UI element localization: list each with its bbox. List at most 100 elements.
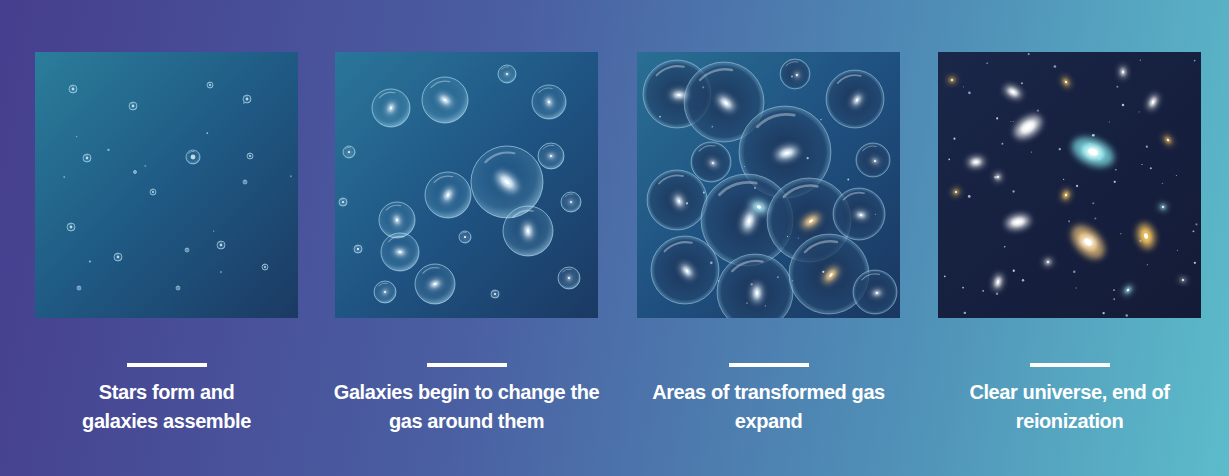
star-dot bbox=[290, 175, 292, 177]
galaxy-core bbox=[712, 162, 715, 165]
young-galaxy bbox=[177, 287, 179, 289]
divider-bar bbox=[427, 363, 507, 367]
galaxy bbox=[1120, 66, 1127, 78]
galaxy bbox=[1060, 75, 1071, 88]
star-dot bbox=[822, 271, 824, 273]
galaxy bbox=[799, 210, 823, 231]
star-dot bbox=[1141, 164, 1142, 165]
galaxy bbox=[1162, 133, 1174, 146]
galaxy-glow bbox=[850, 92, 865, 109]
bubble-highlight bbox=[784, 186, 818, 197]
galaxy-core bbox=[1091, 150, 1095, 153]
galaxy-body bbox=[1007, 87, 1018, 97]
star-dot bbox=[1102, 312, 1104, 314]
galaxy bbox=[1079, 236, 1096, 249]
divider-bar bbox=[1030, 363, 1110, 367]
galaxy-core bbox=[855, 98, 858, 102]
star-dot bbox=[711, 126, 713, 128]
galaxy-glow bbox=[820, 264, 842, 286]
star-dot bbox=[703, 192, 705, 194]
galaxy bbox=[493, 168, 521, 196]
stage-caption: Galaxies begin to change the gas around … bbox=[324, 378, 609, 436]
galaxy-body bbox=[675, 196, 683, 205]
galaxy-body bbox=[394, 216, 399, 224]
star-dot bbox=[820, 119, 822, 121]
stage-panel: Stars form and galaxies assemble bbox=[35, 52, 298, 440]
galaxy bbox=[794, 71, 799, 79]
galaxy bbox=[1003, 83, 1024, 100]
galaxy-core bbox=[1086, 241, 1090, 244]
galaxy-body bbox=[383, 290, 387, 295]
star-dot bbox=[982, 290, 984, 292]
star-dot bbox=[1113, 289, 1115, 291]
galaxy-body bbox=[720, 97, 732, 109]
galaxy-glow bbox=[968, 156, 985, 168]
star-dot bbox=[744, 166, 745, 167]
galaxy-core bbox=[1065, 193, 1068, 196]
galaxy-glow bbox=[774, 144, 800, 163]
galaxy-core bbox=[398, 251, 401, 253]
galaxy-core bbox=[955, 191, 958, 194]
galaxy-body bbox=[568, 276, 570, 280]
galaxy-body bbox=[1063, 191, 1069, 199]
galaxy-body bbox=[754, 288, 760, 299]
galaxy-glow bbox=[1043, 258, 1052, 266]
galaxy-body bbox=[505, 73, 508, 75]
galaxy bbox=[672, 192, 686, 209]
ionized-bubble bbox=[532, 85, 566, 119]
galaxy-glow bbox=[462, 234, 467, 239]
panel-illustration bbox=[35, 52, 298, 318]
galaxy-glow bbox=[567, 198, 574, 206]
ionized-bubble bbox=[207, 82, 213, 88]
divider-bar bbox=[729, 363, 809, 367]
galaxy-glow bbox=[522, 222, 534, 240]
galaxy bbox=[1146, 93, 1160, 111]
bubble-highlight bbox=[699, 146, 715, 151]
bubble-highlight bbox=[659, 175, 683, 183]
galaxy bbox=[1122, 284, 1135, 297]
galaxy-glow bbox=[493, 292, 498, 296]
galaxy-body bbox=[995, 277, 1001, 287]
ionized-bubble bbox=[77, 286, 81, 290]
ionized-bubble bbox=[422, 77, 468, 123]
galaxy-core bbox=[550, 155, 552, 157]
galaxy-core bbox=[1024, 123, 1032, 130]
galaxy-body bbox=[1125, 286, 1132, 293]
galaxy-glow bbox=[546, 153, 556, 159]
galaxy-body bbox=[396, 249, 404, 254]
galaxy-glow bbox=[381, 288, 389, 297]
galaxy-body bbox=[825, 269, 837, 281]
young-galaxy bbox=[132, 105, 135, 108]
bubble-highlight bbox=[244, 180, 246, 182]
galaxy-body bbox=[674, 92, 683, 97]
galaxy-glow bbox=[1060, 188, 1072, 202]
galaxy-core bbox=[1047, 261, 1050, 264]
young-galaxy bbox=[191, 155, 196, 160]
galaxy-glow bbox=[567, 274, 572, 282]
galaxy-core bbox=[446, 193, 449, 197]
galaxy-core bbox=[342, 201, 345, 204]
galaxy-core bbox=[677, 94, 681, 96]
star-dot bbox=[792, 280, 793, 281]
galaxy-body bbox=[525, 226, 531, 236]
bubble-highlight bbox=[539, 88, 553, 93]
galaxy-core bbox=[506, 73, 508, 75]
galaxy-glow bbox=[1134, 221, 1158, 251]
stage-panel: Clear universe, end of reionization bbox=[938, 52, 1201, 440]
star-dot bbox=[659, 116, 661, 118]
galaxy bbox=[1065, 219, 1110, 264]
star-dot bbox=[1068, 220, 1070, 222]
galaxy bbox=[341, 200, 346, 205]
young-galaxy bbox=[249, 155, 251, 157]
galaxy-glow bbox=[1120, 66, 1127, 78]
galaxy-glow bbox=[544, 95, 554, 108]
galaxy bbox=[1043, 258, 1052, 266]
galaxy-body bbox=[494, 293, 497, 295]
star-dot bbox=[1195, 223, 1197, 225]
galaxy-body bbox=[1083, 239, 1093, 246]
panel-illustration bbox=[637, 52, 900, 318]
panel-background bbox=[335, 52, 598, 318]
star-dot bbox=[777, 276, 779, 278]
young-galaxy bbox=[152, 191, 154, 193]
star-dot bbox=[964, 312, 966, 314]
